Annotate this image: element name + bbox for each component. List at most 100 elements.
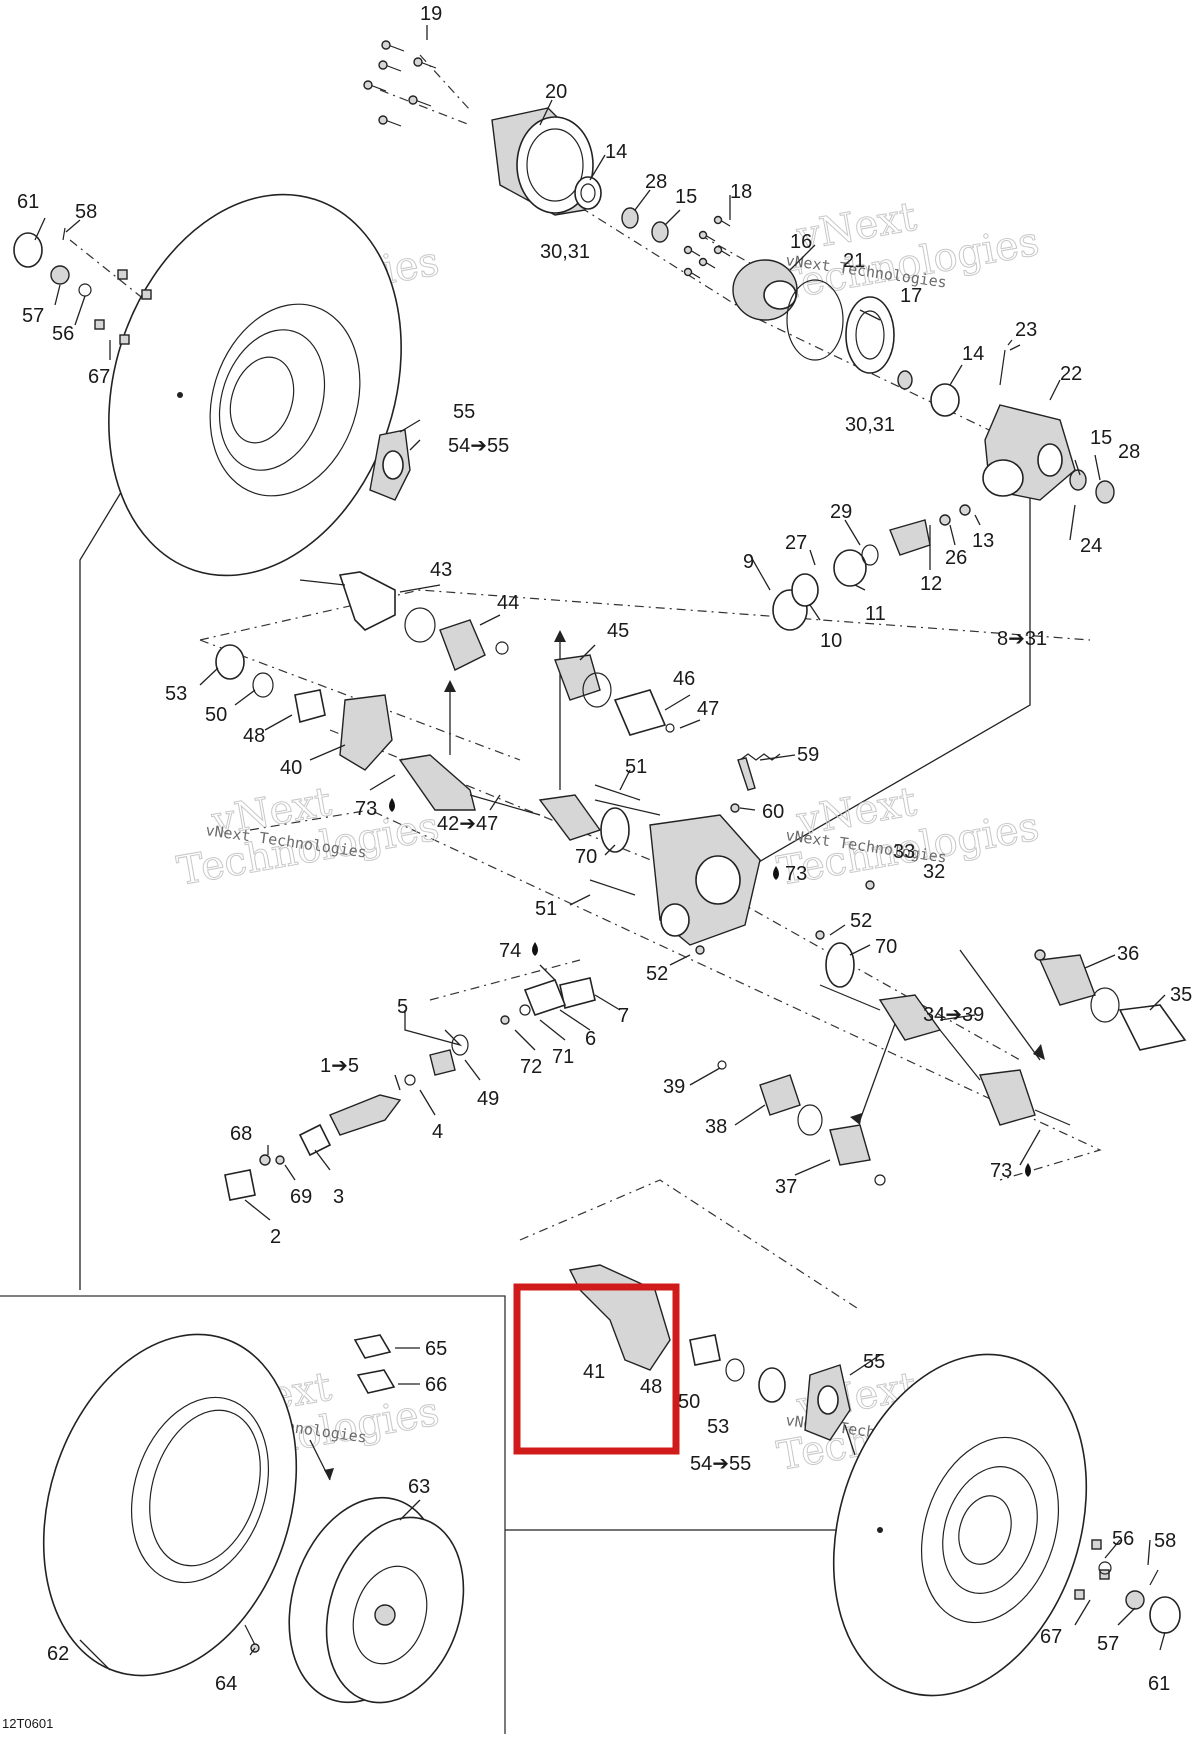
- cv-joint-34-outer: [979, 1069, 1036, 1126]
- cap-61-upper: [13, 232, 43, 268]
- o-ring-21: [786, 279, 844, 361]
- bearing-11: [833, 549, 867, 587]
- knuckle-41: [568, 1264, 671, 1371]
- cotter-58-lower: [1149, 1569, 1159, 1586]
- part-label: 19: [420, 3, 442, 25]
- ring-71: [519, 1004, 531, 1016]
- bolt-32: [865, 880, 875, 890]
- part-label: 58: [75, 201, 97, 223]
- joint-35: [1118, 1004, 1187, 1051]
- part-label: 60: [762, 801, 784, 823]
- part-label: 16: [790, 231, 812, 253]
- joint-43: [338, 571, 396, 631]
- part-label: 6: [585, 1028, 596, 1050]
- boot-45: [554, 654, 601, 701]
- bolt-set-19: [363, 40, 437, 127]
- part-label: 11: [865, 603, 886, 625]
- part-label: 38: [705, 1116, 727, 1138]
- ring-72: [500, 1015, 510, 1025]
- knuckle-assembly: [568, 1264, 786, 1403]
- part-label: 52: [850, 910, 872, 932]
- part-label: 22: [1060, 363, 1082, 385]
- coupler-6: [523, 979, 567, 1016]
- joint-38: [759, 1074, 801, 1116]
- oil-drop-icon: [389, 798, 395, 812]
- part-label: 70: [875, 936, 897, 958]
- part-label: 30,31: [845, 414, 895, 436]
- arrow-icon: [1033, 1044, 1045, 1060]
- part-label: 24: [1080, 535, 1102, 557]
- part-label: 62: [47, 1643, 69, 1665]
- part-label: 67: [1040, 1626, 1062, 1648]
- part-label: 32: [923, 861, 945, 883]
- seal-70-left: [600, 807, 630, 853]
- part-label: 50: [205, 704, 227, 726]
- propeller-shaft-1: [329, 1094, 402, 1136]
- arrow-icon: [850, 1113, 862, 1125]
- part-label: 51: [535, 898, 557, 920]
- ring-10: [791, 573, 819, 607]
- clamp-37b: [874, 1174, 886, 1186]
- ring-50-left: [252, 672, 274, 698]
- part-label: 26: [945, 547, 967, 569]
- part-label: 61: [17, 191, 39, 213]
- part-label: 71: [552, 1046, 574, 1068]
- part-label: 52: [646, 963, 668, 985]
- part-label: 29: [830, 501, 852, 523]
- ring-29: [861, 544, 879, 566]
- part-label: 51: [625, 756, 647, 778]
- nut-52-right: [815, 930, 825, 940]
- tire-rim-inset: [0, 1295, 506, 1734]
- ring-50-right: [725, 1358, 745, 1382]
- boot-36: [1038, 954, 1096, 1006]
- part-label: 70: [575, 846, 597, 868]
- ring-49: [451, 1034, 469, 1056]
- part-label: 67: [88, 366, 110, 388]
- part-label: 23: [1015, 319, 1037, 341]
- front-differential: [649, 814, 761, 946]
- ring-47: [665, 723, 675, 733]
- part-label: 14: [605, 141, 627, 163]
- drawing-number: 12T0601: [2, 1716, 53, 1731]
- seal-53-left: [215, 644, 245, 680]
- breather-23: [999, 339, 1013, 386]
- ring-39: [717, 1060, 727, 1070]
- part-label: 36: [1117, 943, 1139, 965]
- part-label: 15: [675, 186, 697, 208]
- part-label: 57: [1097, 1633, 1119, 1655]
- part-label: 56: [1112, 1528, 1134, 1550]
- part-label: 61: [1148, 1673, 1170, 1695]
- part-label: 48: [243, 725, 265, 747]
- clamp-44b: [495, 641, 509, 655]
- cross-3: [298, 1123, 332, 1157]
- oil-drop-icon: [773, 866, 779, 880]
- ring-13: [959, 504, 971, 516]
- part-label: 45: [607, 620, 629, 642]
- part-label: 72: [520, 1056, 542, 1078]
- part-label: 14: [962, 343, 984, 365]
- part-label: 58: [1154, 1530, 1176, 1552]
- joint-46: [613, 689, 667, 736]
- part-label: 73: [355, 798, 377, 820]
- arrow-up-icon: [444, 680, 456, 692]
- seal-53-right: [758, 1367, 786, 1403]
- part-label: 55: [453, 401, 475, 423]
- part-label: 37: [775, 1176, 797, 1198]
- part-label: 4: [432, 1121, 443, 1143]
- ring-26: [939, 514, 951, 526]
- part-label: 74: [499, 940, 521, 962]
- part-label: 40: [280, 757, 302, 779]
- part-label: 39: [663, 1076, 685, 1098]
- housing-20: [491, 107, 594, 216]
- part-label: 69: [290, 1186, 312, 1208]
- part-label: 53: [165, 683, 187, 705]
- cap-61-lower: [1149, 1596, 1181, 1634]
- clamp-45: [582, 672, 612, 708]
- part-label: 66: [425, 1374, 447, 1396]
- part-label: 15: [1090, 427, 1112, 449]
- wheel-lower-right: [804, 1353, 1181, 1697]
- boot-37: [829, 1124, 871, 1166]
- spring-59: [739, 753, 781, 761]
- boot-5: [429, 1049, 456, 1076]
- carrier-40: [339, 694, 393, 771]
